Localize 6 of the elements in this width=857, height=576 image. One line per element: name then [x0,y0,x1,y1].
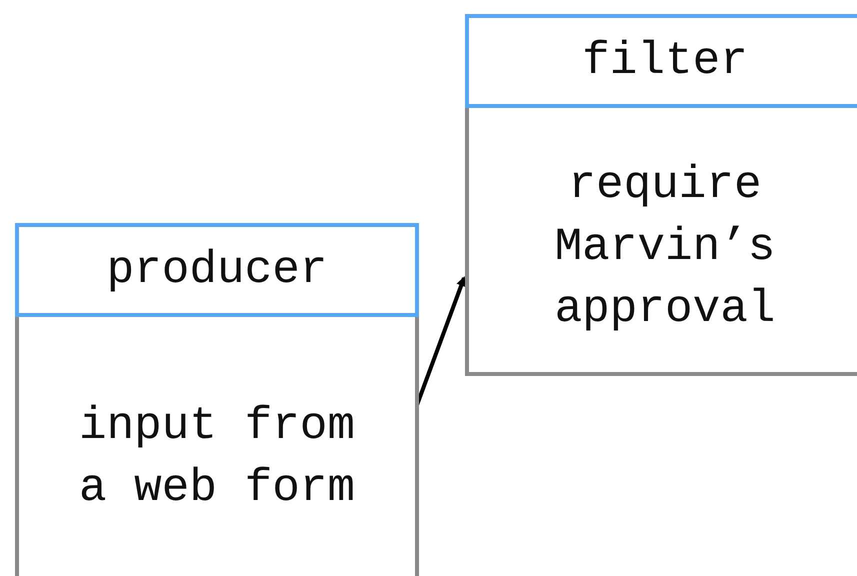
box-header: producer [15,223,419,317]
process-box [465,14,857,376]
process-box [15,223,419,576]
box-text: require Marvin’s approval [554,158,776,337]
box-text: input from a web form [78,399,356,516]
box-header: filter [465,14,857,108]
